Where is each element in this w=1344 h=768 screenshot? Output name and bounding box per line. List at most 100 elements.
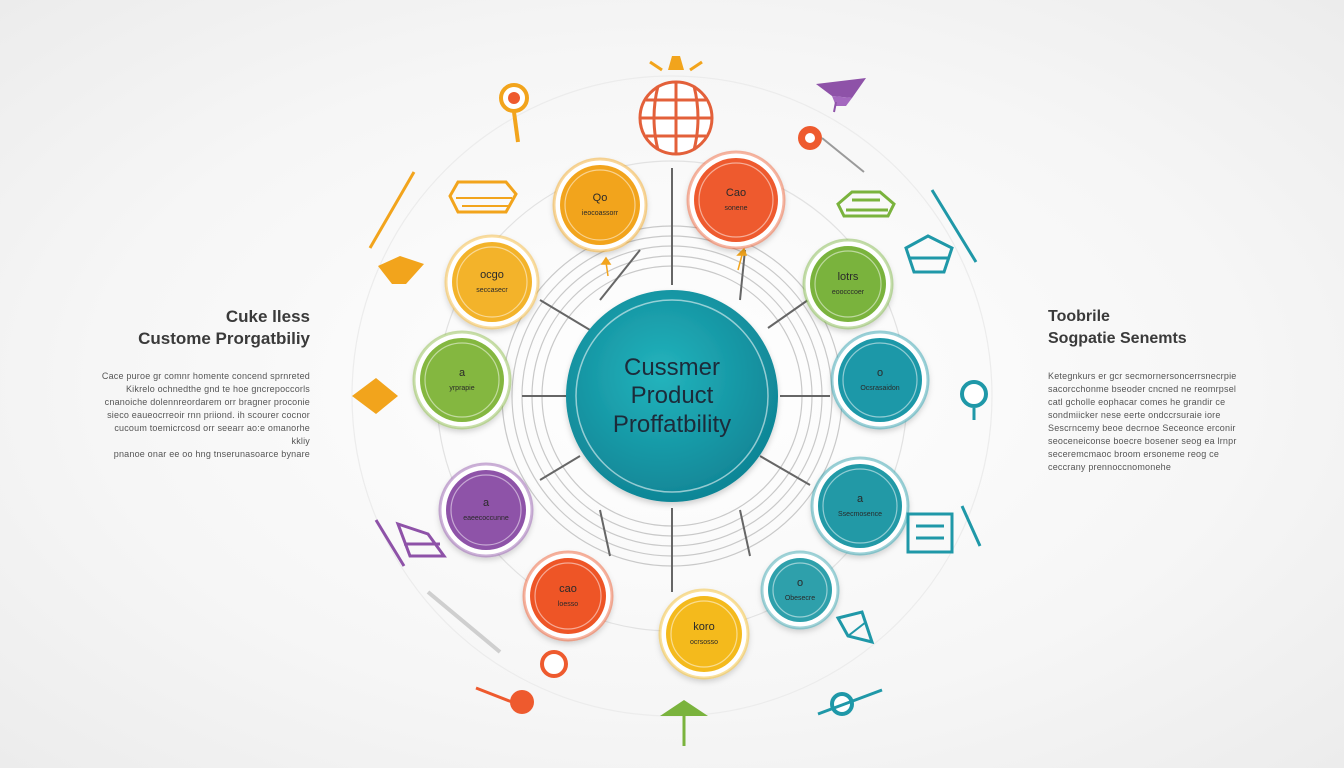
node-disc bbox=[420, 338, 504, 422]
node-disc bbox=[452, 242, 532, 322]
right-panel-line: catl gcholle eophacar comes he grandir c… bbox=[1048, 397, 1226, 407]
toolbox-icon bbox=[836, 190, 896, 218]
node-title: o bbox=[877, 367, 883, 379]
node-title: o bbox=[797, 577, 803, 589]
node-lower-left-purple: a eaeecoccunne bbox=[438, 462, 534, 558]
left-panel-body: Cace puroe gr comnr homente concend sprn… bbox=[100, 370, 310, 461]
node-inner-ring bbox=[842, 342, 918, 418]
left-panel-line: Cace puroe gr comnr homente concend sprn… bbox=[101, 371, 310, 381]
node-subtitle: seccasecr bbox=[476, 287, 508, 294]
node-disc bbox=[818, 464, 902, 548]
node-top-left-orange: Qo ieocoassorr bbox=[552, 157, 648, 253]
arrow-markers bbox=[600, 247, 748, 277]
node-subtitle: Ocsrasaidon bbox=[860, 385, 899, 392]
node-inner-ring bbox=[424, 342, 500, 418]
node-inner-ring bbox=[822, 468, 898, 544]
left-panel-line: pnanoe onar ee oo hng tnserunasoarce byn… bbox=[113, 449, 310, 459]
node-disc bbox=[446, 470, 526, 550]
center-title-line1: Cussmer bbox=[624, 354, 720, 381]
node-top-right-red: Cao sonene bbox=[686, 150, 786, 250]
node-inner-ring bbox=[670, 600, 738, 668]
right-panel-body: Ketegnkurs er gcr secmornersoncerrsnecrp… bbox=[1048, 370, 1238, 474]
center-node bbox=[566, 290, 778, 502]
left-panel-line: cnanoiche dolennreordarem orr bragner pr… bbox=[104, 397, 310, 407]
globe-icon bbox=[638, 56, 714, 156]
node-title: Qo bbox=[593, 192, 608, 204]
right-panel-line: sondmiicker nese eerte ondccrsuraie iore bbox=[1048, 410, 1221, 420]
right-panel-line: Sescrncemy beoe decrnoe Seceonce erconir bbox=[1048, 423, 1236, 433]
left-panel-title-line2: Custome Prorgatbiliy bbox=[138, 329, 310, 348]
right-panel-title-line1: Toobrile bbox=[1048, 308, 1110, 325]
pencil-icon bbox=[426, 590, 502, 654]
diamond-icon bbox=[352, 378, 398, 414]
tent-icon bbox=[660, 700, 708, 746]
node-title: lotrs bbox=[838, 271, 859, 283]
right-panel-title-line2: Sogpatie Senemts bbox=[1048, 330, 1187, 347]
node-title: cao bbox=[559, 583, 577, 595]
spokes bbox=[522, 168, 830, 592]
node-inner-ring bbox=[456, 246, 528, 318]
right-panel-line: Ketegnkurs er gcr secmornersoncerrsnecrp… bbox=[1048, 371, 1237, 381]
box-icon bbox=[448, 180, 518, 214]
node-upper-right-green: lotrs eoocccoer bbox=[802, 238, 894, 330]
node-subtitle: ocrsosso bbox=[690, 639, 718, 646]
magnifier-icon bbox=[475, 650, 568, 714]
node-title: koro bbox=[693, 621, 714, 633]
satellite-icon bbox=[817, 688, 883, 716]
right-panel-line: ceccrany prennoccnomonehe bbox=[1048, 462, 1172, 472]
node-disc bbox=[560, 165, 640, 245]
location-pin-icon bbox=[960, 380, 988, 420]
satellite-nodes: Qo ieocoassorr Cao sonene ocgo seccasecr lotrs… bbox=[412, 150, 930, 680]
graduation-cap-icon bbox=[816, 78, 866, 113]
node-disc bbox=[666, 596, 742, 672]
ladder-icon bbox=[368, 171, 424, 284]
mailbox-icon bbox=[904, 189, 978, 274]
paper-plane-icon bbox=[835, 610, 875, 645]
node-subtitle: Obesecre bbox=[785, 595, 815, 602]
node-bottom-left-red: cao loesso bbox=[522, 550, 614, 642]
left-panel-title-line1: Cuke lless bbox=[225, 307, 310, 326]
node-inner-ring bbox=[698, 162, 774, 238]
node-upper-left-yellow: ocgo seccasecr bbox=[444, 234, 540, 330]
node-inner-ring bbox=[564, 169, 636, 241]
node-subtitle: loesso bbox=[558, 601, 578, 608]
node-disc bbox=[768, 558, 832, 622]
node-subtitle: eoocccoer bbox=[832, 289, 865, 296]
right-panel-line: seoceneiconse boecre bosener seog ea lrn… bbox=[1048, 436, 1237, 446]
node-bottom-yellow: koro ocrsosso bbox=[658, 588, 750, 680]
node-disc bbox=[810, 246, 886, 322]
node-subtitle: Ssecmosence bbox=[838, 511, 882, 518]
node-subtitle: ieocoassorr bbox=[582, 210, 619, 217]
right-panel-line: sacorcchonme bseoder cncned ne reomrpsel bbox=[1048, 384, 1237, 394]
node-inner-ring bbox=[450, 474, 522, 546]
center-title-line3: Proffatbility bbox=[613, 411, 731, 438]
left-panel-line: sieco eaueocrreoir rnn priiond. ih scour… bbox=[107, 410, 310, 420]
node-inner-ring bbox=[772, 562, 828, 618]
node-title: a bbox=[483, 497, 490, 509]
node-disc bbox=[694, 158, 778, 242]
node-inner-ring bbox=[534, 562, 602, 630]
left-panel-line: cucoum toemicrcosd orr seearr ao:e omano… bbox=[114, 423, 310, 446]
node-subtitle: sonene bbox=[725, 205, 748, 212]
node-subtitle: eaeecoccunne bbox=[463, 515, 509, 522]
node-title: Cao bbox=[726, 187, 746, 199]
left-panel-line: Kikrelo ochnedthe gnd te hoe gncrepoccor… bbox=[125, 384, 310, 394]
lightbulb-icon bbox=[499, 83, 529, 143]
left-panel: Cuke lless Custome Prorgatbiliy Cace pur… bbox=[100, 306, 310, 461]
node-subtitle: yrprapie bbox=[449, 385, 474, 392]
stack-icon bbox=[374, 519, 447, 567]
node-inner-ring bbox=[814, 250, 882, 318]
right-panel-line: seceremcmaoc broom ersoneme reog ce bbox=[1048, 449, 1220, 459]
node-disc bbox=[838, 338, 922, 422]
node-title: a bbox=[459, 367, 466, 379]
node-disc bbox=[530, 558, 606, 634]
node-title: a bbox=[857, 493, 864, 505]
target-icon bbox=[798, 126, 865, 173]
node-title: ocgo bbox=[480, 269, 504, 281]
node-left-green: a yrprapie bbox=[412, 330, 512, 430]
checklist-icon bbox=[906, 505, 982, 554]
